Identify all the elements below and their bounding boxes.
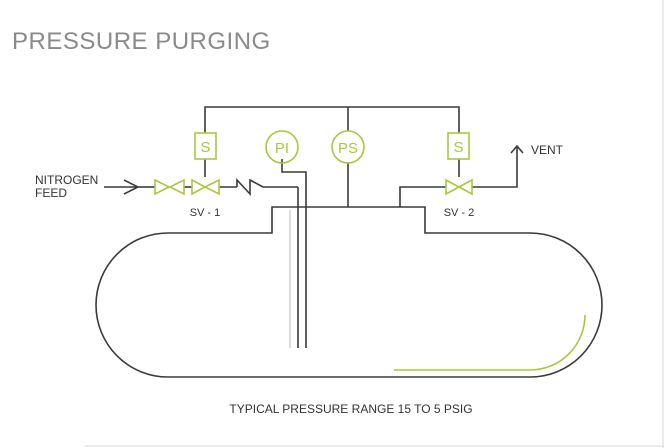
ps-label: PS xyxy=(338,140,358,157)
header-pipe xyxy=(204,106,460,133)
sv2-valve-left xyxy=(445,178,461,196)
ps-switch-circle xyxy=(331,130,365,164)
pi-connection-line xyxy=(281,159,307,348)
vent-line xyxy=(472,146,518,188)
nitrogen-feed-label-line2: FEED xyxy=(35,186,67,200)
solenoid-1-label: S xyxy=(200,139,210,156)
feed-arrow xyxy=(123,179,140,195)
sv1-valve-left xyxy=(191,178,207,196)
vent-label: VENT xyxy=(531,143,564,157)
vent-inlet-line xyxy=(399,186,446,207)
sv1-label: SV - 1 xyxy=(190,207,221,219)
solenoid-2-box xyxy=(447,132,470,160)
sv1-valve-right xyxy=(203,178,220,196)
sv2-label: SV - 2 xyxy=(444,207,475,219)
signal-lines xyxy=(204,106,460,177)
nitrogen-feed-label-line1: NITROGEN xyxy=(35,173,98,187)
vessel xyxy=(95,206,603,378)
manual-valve-right xyxy=(168,178,185,196)
manual-valve-left xyxy=(154,178,171,196)
solenoid-2-label: S xyxy=(453,139,463,156)
pressure-range-caption: TYPICAL PRESSURE RANGE 15 TO 5 PSIG xyxy=(229,402,472,416)
pi-label: PI xyxy=(275,140,289,157)
level-accent-line xyxy=(394,314,586,371)
vent-arrow xyxy=(510,144,524,154)
check-valve xyxy=(236,177,264,197)
pi-indicator-circle xyxy=(265,130,299,164)
process-lines xyxy=(104,144,524,348)
page-title: PRESSURE PURGING xyxy=(12,28,271,55)
sv2-valve-right xyxy=(457,178,473,196)
solenoid-1-box xyxy=(194,132,217,160)
